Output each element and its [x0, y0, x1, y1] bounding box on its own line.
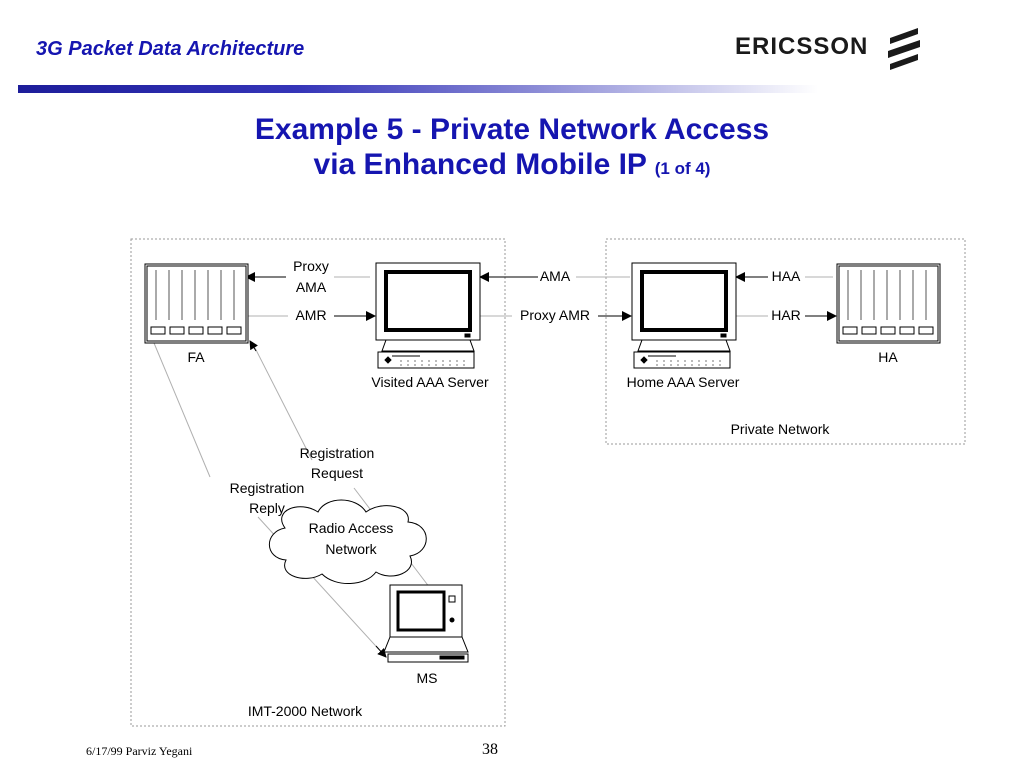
imt-2000-network-label: IMT-2000 Network [247, 703, 363, 719]
registration-request-arrow [249, 340, 258, 352]
imt-2000-network-boundary [130, 238, 506, 727]
header-divider [18, 85, 818, 93]
header-title: 3G Packet Data Architecture [36, 38, 305, 60]
ama-label: AMA [539, 268, 571, 284]
ericsson-logo-text: ERICSSON [735, 33, 869, 60]
fa-router-icon [144, 263, 249, 344]
slide-title-line2: via Enhanced Mobile IP (1 of 4) [0, 148, 1024, 182]
amr-label: AMR [295, 307, 327, 323]
page-number: 38 [482, 741, 498, 758]
registration-request-label-line1: Registration [299, 445, 375, 461]
slide-title-suffix: (1 of 4) [654, 159, 711, 178]
registration-reply-arrow [375, 645, 387, 658]
home-aaa-server-label: Home AAA Server [626, 374, 740, 390]
radio-access-network-label-line1: Radio Access [308, 520, 394, 536]
proxy-ama-label-line2: AMA [295, 279, 327, 295]
slide-title-main: via Enhanced Mobile IP [313, 148, 647, 181]
registration-request-label-line2: Request [310, 465, 364, 481]
footer-author-date: 6/17/99 Parviz Yegani [86, 744, 193, 758]
private-network-boundary [605, 238, 966, 445]
radio-access-network-cloud [269, 499, 427, 585]
ms-laptop-icon [383, 584, 469, 663]
har-label: HAR [771, 307, 801, 323]
home-aaa-server-icon [631, 262, 737, 369]
fa-label: FA [187, 349, 205, 365]
registration-reply-label-line1: Registration [229, 480, 305, 496]
visited-aaa-server-icon [375, 262, 481, 369]
proxy-ama-label-line1: Proxy [293, 258, 329, 274]
visited-aaa-server-label: Visited AAA Server [371, 374, 489, 390]
private-network-label: Private Network [730, 421, 830, 437]
ha-label: HA [878, 349, 898, 365]
radio-access-network-label-line2: Network [325, 541, 377, 557]
ha-router-icon [836, 263, 941, 344]
slide-title-line1: Example 5 - Private Network Access [254, 113, 770, 146]
registration-reply-label-line2: Reply [249, 500, 285, 516]
proxy-amr-label: Proxy AMR [519, 307, 590, 323]
haa-label: HAA [771, 268, 801, 284]
ms-label: MS [416, 670, 438, 686]
